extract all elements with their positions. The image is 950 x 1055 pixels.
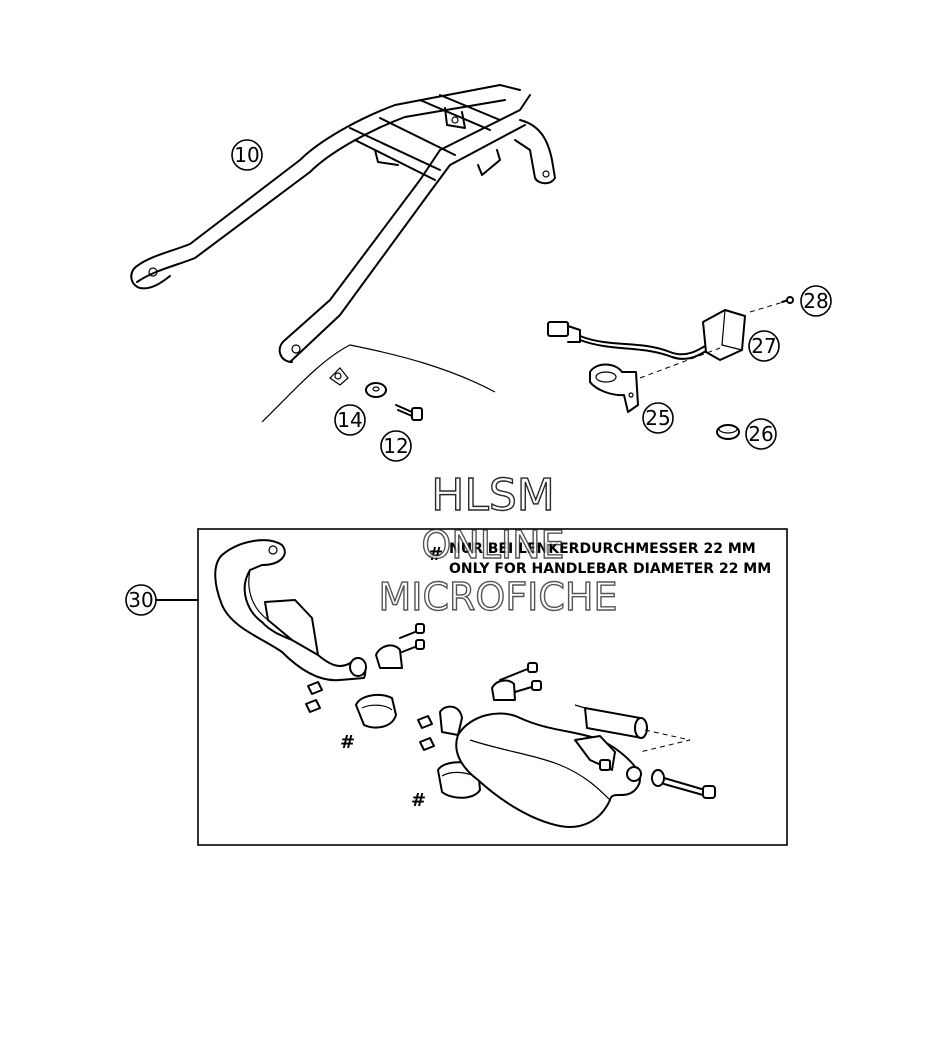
note-line-en: ONLY FOR HANDLEBAR DIAMETER 22 MM — [449, 561, 771, 577]
part-number-30: 30 — [128, 588, 153, 612]
callout-part-10[interactable]: 10 — [231, 139, 263, 171]
part-number-25: 25 — [645, 406, 670, 430]
callout-part-26[interactable]: 26 — [745, 418, 777, 450]
watermark-line-1: HLSM — [431, 470, 555, 521]
note-hash-symbol: # — [428, 544, 443, 565]
left-clamp-drawing — [305, 623, 425, 729]
part-number-12: 12 — [383, 434, 408, 458]
callout-part-14[interactable]: 14 — [334, 404, 366, 436]
luggage-rack-drawing — [130, 84, 556, 363]
fender-outline-drawing — [261, 344, 496, 423]
part-number-27: 27 — [751, 334, 776, 358]
watermark-line-3: MICROFICHE — [378, 575, 617, 619]
part-number-28: 28 — [803, 289, 828, 313]
watermark: HLSM ONLINE MICROFICHE — [378, 469, 618, 619]
part-number-26: 26 — [748, 422, 773, 446]
callout-part-12[interactable]: 12 — [380, 430, 412, 462]
handlebar-note: # NUR BEI LENKERDURCHMESSER 22 MM ONLY F… — [428, 541, 771, 577]
note-line-de: NUR BEI LENKERDURCHMESSER 22 MM — [449, 541, 756, 557]
watermark-line-2: ONLINE — [421, 523, 564, 567]
bolt-drawing — [395, 404, 423, 421]
license-light-drawing — [547, 296, 794, 440]
callout-part-27[interactable]: 27 — [748, 330, 780, 362]
part-number-10: 10 — [234, 143, 259, 167]
left-handguard-drawing — [214, 539, 367, 682]
hash-mark-right-clamp: # — [411, 790, 426, 811]
right-handguard-drawing — [455, 704, 716, 828]
callout-part-25[interactable]: 25 — [642, 402, 674, 434]
part-number-14: 14 — [337, 408, 362, 432]
callout-part-30[interactable]: 30 — [125, 584, 157, 616]
hash-mark-left-clamp: # — [340, 732, 355, 753]
washer-drawing — [365, 382, 387, 398]
callout-part-28[interactable]: 28 — [800, 285, 832, 317]
handguard-kit-frame — [154, 528, 788, 846]
